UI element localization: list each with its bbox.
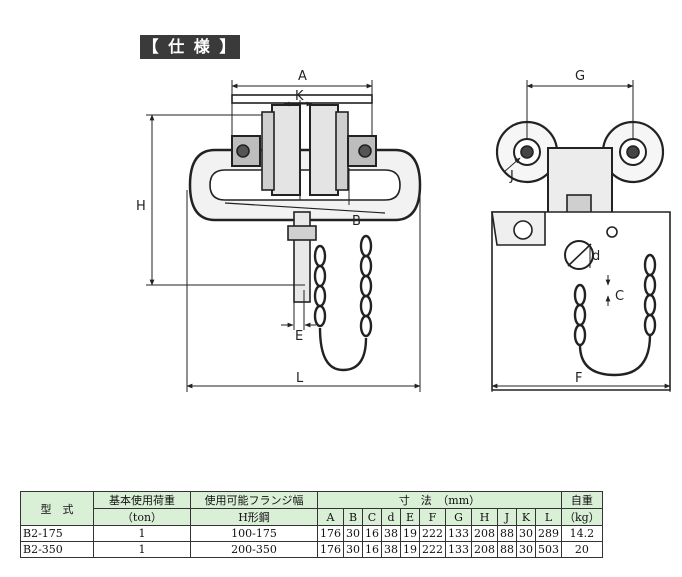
header-load-unit: （ton） <box>93 508 191 526</box>
cell-dim: 222 <box>419 541 446 558</box>
cell-dim: 503 <box>535 541 562 558</box>
front-view-dimensions <box>146 80 421 392</box>
header-dimensions: 寸 法 （mm） <box>317 491 562 509</box>
dim-label-f: F <box>575 371 582 386</box>
dim-label-l: L <box>296 371 304 386</box>
spec-table: 型 式 基本使用荷重 使用可能フランジ幅 寸 法 （mm） 自重 （ton） H… <box>20 491 603 558</box>
dim-label-h: H <box>136 199 146 214</box>
cell-load: 1 <box>93 541 191 558</box>
col-header: d <box>381 508 401 526</box>
cell-dim: 133 <box>445 541 472 558</box>
col-header: K <box>516 508 536 526</box>
dim-label-g: G <box>575 69 585 84</box>
col-header: C <box>362 508 382 526</box>
col-header: G <box>445 508 472 526</box>
cell-dim: 30 <box>343 525 363 542</box>
dim-label-a: A <box>298 69 307 84</box>
technical-drawing: A K H B E L <box>136 69 671 392</box>
cell-dim: 208 <box>471 525 498 542</box>
col-header: L <box>535 508 562 526</box>
cell-dim: 30 <box>343 541 363 558</box>
header-weight-unit: （kg） <box>561 508 603 526</box>
cell-dim: 222 <box>419 525 446 542</box>
side-view-labels: G J d C F <box>509 69 624 386</box>
cell-dim: 16 <box>362 541 382 558</box>
col-header: B <box>343 508 363 526</box>
header-model: 型 式 <box>20 491 94 526</box>
cell-dim: 16 <box>362 525 382 542</box>
dim-label-j: J <box>509 169 514 184</box>
col-header: A <box>317 508 344 526</box>
cell-dim: 289 <box>535 525 562 542</box>
col-header: J <box>497 508 517 526</box>
header-flange: 使用可能フランジ幅 <box>190 491 318 509</box>
cell-weight: 20 <box>561 541 603 558</box>
table-header-row-2: （ton） H形鋼 A B C d E F G H J K L （kg） <box>21 508 603 526</box>
cell-dim: 176 <box>317 525 344 542</box>
section-title: 【 仕 様 】 <box>140 35 240 59</box>
cell-model: B2-350 <box>20 541 94 558</box>
cell-dim: 176 <box>317 541 344 558</box>
table-header-row-1: 型 式 基本使用荷重 使用可能フランジ幅 寸 法 （mm） 自重 <box>20 491 603 526</box>
cell-dim: 88 <box>497 525 517 542</box>
front-view-labels: A K H B E L <box>136 69 361 386</box>
cell-dim: 88 <box>497 541 517 558</box>
header-flange-unit: H形鋼 <box>190 508 318 526</box>
cell-flange: 200-350 <box>190 541 318 558</box>
cell-model: B2-175 <box>20 525 94 542</box>
header-load: 基本使用荷重 <box>93 491 191 509</box>
side-view-dimensions <box>491 80 671 392</box>
cell-dim: 133 <box>445 525 472 542</box>
cell-dim: 19 <box>400 525 420 542</box>
dim-label-e: E <box>295 329 303 344</box>
header-weight: 自重 <box>561 491 603 509</box>
cell-load: 1 <box>93 525 191 542</box>
front-view <box>188 94 422 372</box>
cell-dim: 208 <box>471 541 498 558</box>
col-header: E <box>400 508 420 526</box>
table-row: B2-350 1 200-350 176 30 16 38 19 222 133… <box>20 541 603 558</box>
dim-label-d: d <box>592 249 600 264</box>
dim-label-b: B <box>352 214 361 229</box>
dim-label-k: K <box>295 89 304 104</box>
cell-dim: 30 <box>516 541 536 558</box>
col-header: F <box>419 508 446 526</box>
dim-label-c: C <box>615 289 624 304</box>
cell-dim: 38 <box>381 525 401 542</box>
cell-dim: 30 <box>516 525 536 542</box>
cell-flange: 100-175 <box>190 525 318 542</box>
cell-dim: 38 <box>381 541 401 558</box>
table-row: B2-175 1 100-175 176 30 16 38 19 222 133… <box>20 525 603 542</box>
cell-weight: 14.2 <box>561 525 603 542</box>
cell-dim: 19 <box>400 541 420 558</box>
col-header: H <box>471 508 498 526</box>
side-view <box>491 120 671 391</box>
